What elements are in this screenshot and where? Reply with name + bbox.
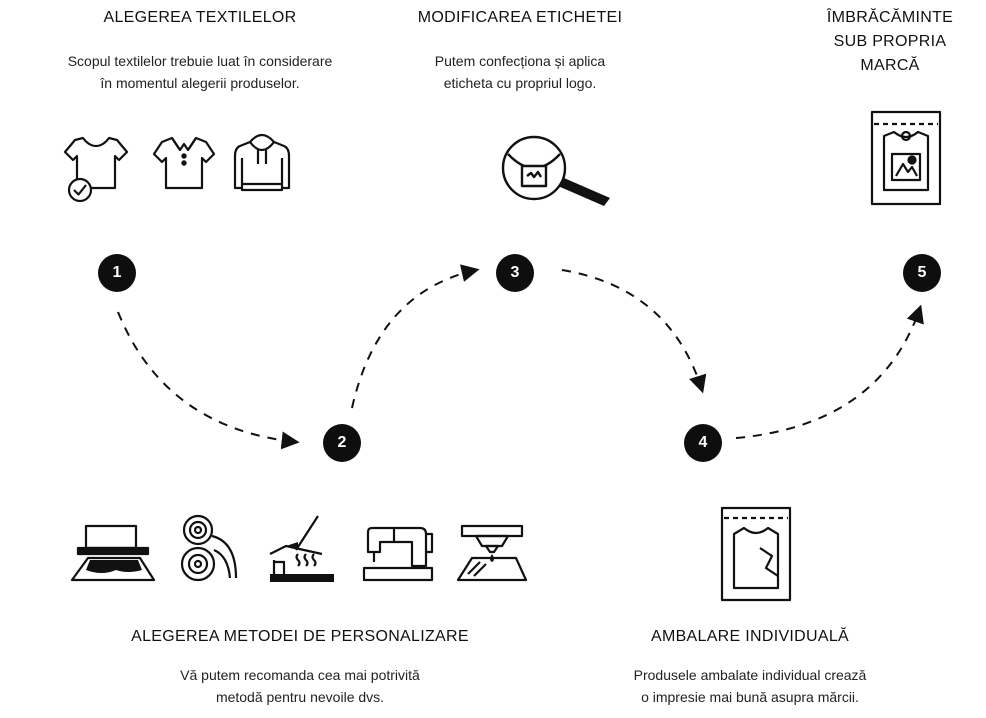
branded-package-icon <box>870 110 942 206</box>
step-4-description: Produsele ambalate individual crează o i… <box>633 667 867 705</box>
step-2-description: Vă putem recomanda cea mai potrivită met… <box>180 667 420 705</box>
dtg-printer-icon <box>456 524 528 582</box>
hoodie-icon <box>233 133 291 192</box>
screen-print-icon <box>70 524 156 582</box>
step-4-badge: 4 <box>684 424 722 462</box>
tshirt-check-icon <box>63 136 129 203</box>
arrow-3-to-4 <box>561 269 707 394</box>
step-4-title: AMBALARE INDIVIDUALĂ <box>650 628 850 645</box>
arrow-4-to-5 <box>735 304 924 439</box>
step-3-badge: 3 <box>496 254 534 292</box>
step-1-description: Scopul textilelor trebuie luat în consid… <box>67 53 333 91</box>
packaged-shirt-icon <box>720 506 792 602</box>
step-5-badge: 5 <box>903 254 941 292</box>
step-3-description: Putem confecționa și aplica eticheta cu … <box>434 53 606 91</box>
label-magnifier-icon <box>501 135 610 206</box>
step-5-title: ÎMBRĂCĂMINTE SUB PROPRIA MARCĂ <box>826 9 954 74</box>
polo-shirt-icon <box>152 136 216 190</box>
sewing-machine-icon <box>362 526 434 582</box>
arrow-2-to-3 <box>351 264 480 409</box>
step-1-title: ALEGEREA TEXTILELOR <box>103 9 297 26</box>
transfer-roll-icon <box>180 514 238 582</box>
step-3-title: MODIFICAREA ETICHETEI <box>417 9 623 26</box>
step-2-badge: 2 <box>323 424 361 462</box>
step-1-badge: 1 <box>98 254 136 292</box>
heat-press-icon <box>269 515 334 582</box>
step-2-title: ALEGEREA METODEI DE PERSONALIZARE <box>131 628 469 645</box>
arrow-1-to-2 <box>117 311 300 450</box>
